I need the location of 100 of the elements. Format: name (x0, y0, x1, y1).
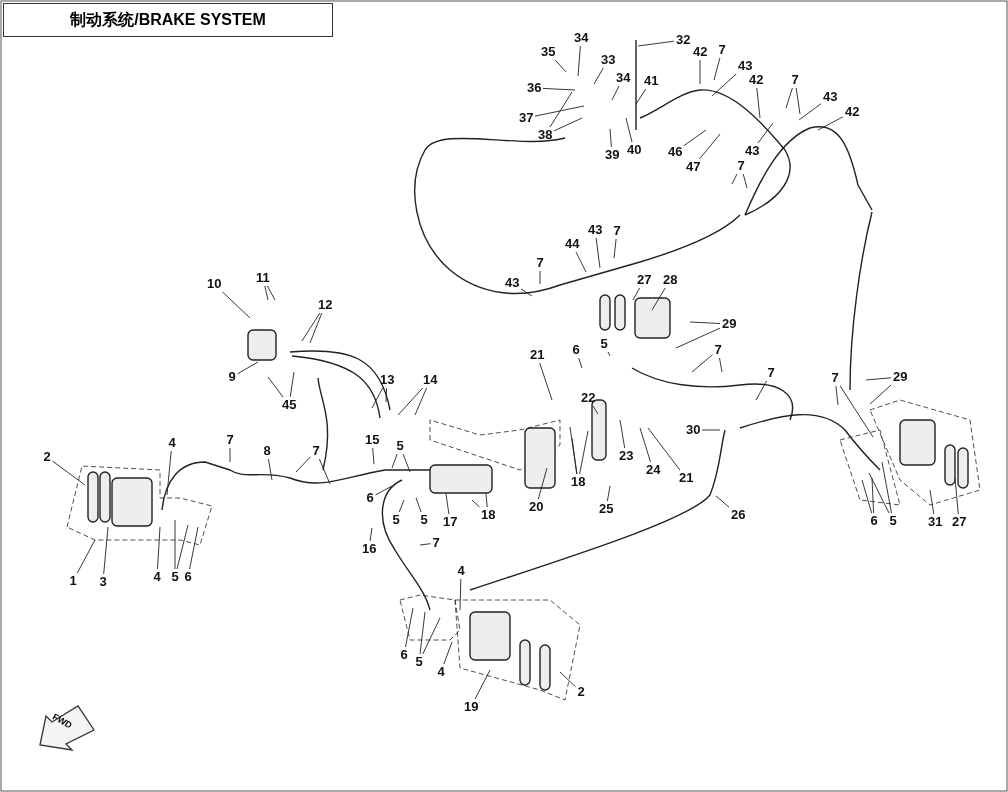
callout-number: 7 (717, 43, 727, 57)
leader-line (289, 371, 295, 398)
leader-line (711, 73, 737, 97)
callout-number: 7 (713, 343, 723, 357)
leader-line (647, 427, 681, 471)
leader-line (534, 105, 585, 117)
diagram-title: 制动系统/BRAKE SYSTEM (3, 3, 333, 37)
leader-line (719, 357, 723, 373)
leader-line (731, 173, 738, 185)
leader-line (785, 87, 793, 109)
leader-line (237, 361, 259, 375)
callout-number: 9 (227, 370, 237, 384)
leader-line (757, 122, 774, 144)
leader-line (795, 87, 801, 115)
leader-line (372, 447, 375, 465)
leader-line (577, 45, 581, 77)
leader-line (520, 288, 533, 297)
leader-line (371, 387, 384, 409)
leader-line (606, 485, 611, 502)
leader-line (619, 419, 626, 449)
callout-number: 38 (537, 128, 554, 142)
leader-line (755, 380, 768, 401)
leader-line (414, 387, 428, 416)
callout-number: 7 (311, 444, 321, 458)
leader-line (839, 385, 874, 438)
leader-line (689, 321, 721, 324)
leader-line (625, 117, 633, 143)
leader-line (549, 91, 573, 128)
leader-line (861, 479, 873, 514)
leader-line (402, 453, 411, 473)
leader-line (553, 117, 583, 132)
callout-number: 32 (675, 33, 692, 47)
leader-line (222, 291, 251, 319)
callout-number: 34 (615, 71, 632, 85)
leader-line (264, 285, 269, 301)
callout-number: 45 (281, 398, 298, 412)
callout-number: 6 (365, 491, 375, 505)
callout-number: 10 (206, 277, 223, 291)
leader-line (637, 40, 675, 47)
leader-line (715, 495, 730, 508)
callout-number: 21 (678, 471, 695, 485)
leader-line (166, 450, 172, 496)
leader-line (635, 88, 647, 105)
callout-number: 4 (167, 436, 177, 450)
callout-number: 2 (576, 685, 586, 699)
leader-line (868, 472, 890, 514)
leader-line (929, 489, 935, 515)
leader-line (301, 312, 321, 342)
callout-number: 33 (600, 53, 617, 67)
callout-number: 42 (748, 73, 765, 87)
leader-line (675, 327, 721, 349)
callout-number: 5 (170, 570, 180, 584)
leader-line (683, 129, 707, 147)
callout-number: 3 (98, 575, 108, 589)
leader-line (474, 669, 491, 700)
callout-number: 5 (888, 514, 898, 528)
callout-number: 44 (564, 237, 581, 251)
leader-line (405, 607, 414, 648)
leader-line (459, 578, 462, 611)
callout-number: 43 (587, 223, 604, 237)
leader-line (267, 458, 273, 481)
leader-line (422, 617, 441, 655)
leader-line (559, 671, 576, 688)
leader-line (539, 362, 553, 401)
callout-number: 7 (535, 256, 545, 270)
callout-number: 4 (152, 570, 162, 584)
callout-number: 39 (604, 148, 621, 162)
leader-line (369, 527, 373, 542)
callout-number: 7 (225, 433, 235, 447)
leader-line (419, 543, 431, 546)
leader-line (593, 67, 604, 85)
leader-line (391, 453, 398, 469)
callout-number: 1 (68, 574, 78, 588)
callout-number: 5 (391, 513, 401, 527)
leader-line (485, 493, 488, 508)
callout-number: 27 (951, 515, 968, 529)
callout-number: 21 (529, 348, 546, 362)
leader-line (954, 477, 959, 515)
callout-number: 35 (540, 45, 557, 59)
leader-line (881, 461, 892, 514)
callout-number: 42 (844, 105, 861, 119)
callout-number: 36 (526, 81, 543, 95)
direction-label: FWD (50, 711, 74, 731)
leader-line (835, 385, 839, 406)
leader-line (713, 57, 721, 81)
callout-number: 46 (667, 145, 684, 159)
callout-number: 6 (869, 514, 879, 528)
leader-line (578, 357, 583, 369)
leader-line (318, 458, 331, 485)
callout-number: 25 (598, 502, 615, 516)
leader-line (309, 312, 323, 344)
leader-line (613, 238, 617, 259)
callout-number: 5 (414, 655, 424, 669)
leader-line (52, 460, 86, 486)
callout-number: 7 (736, 159, 746, 173)
callout-number: 30 (685, 423, 702, 437)
leader-line (397, 387, 424, 416)
leader-line (445, 493, 450, 515)
leader-line (871, 477, 875, 514)
callout-number: 26 (730, 508, 747, 522)
